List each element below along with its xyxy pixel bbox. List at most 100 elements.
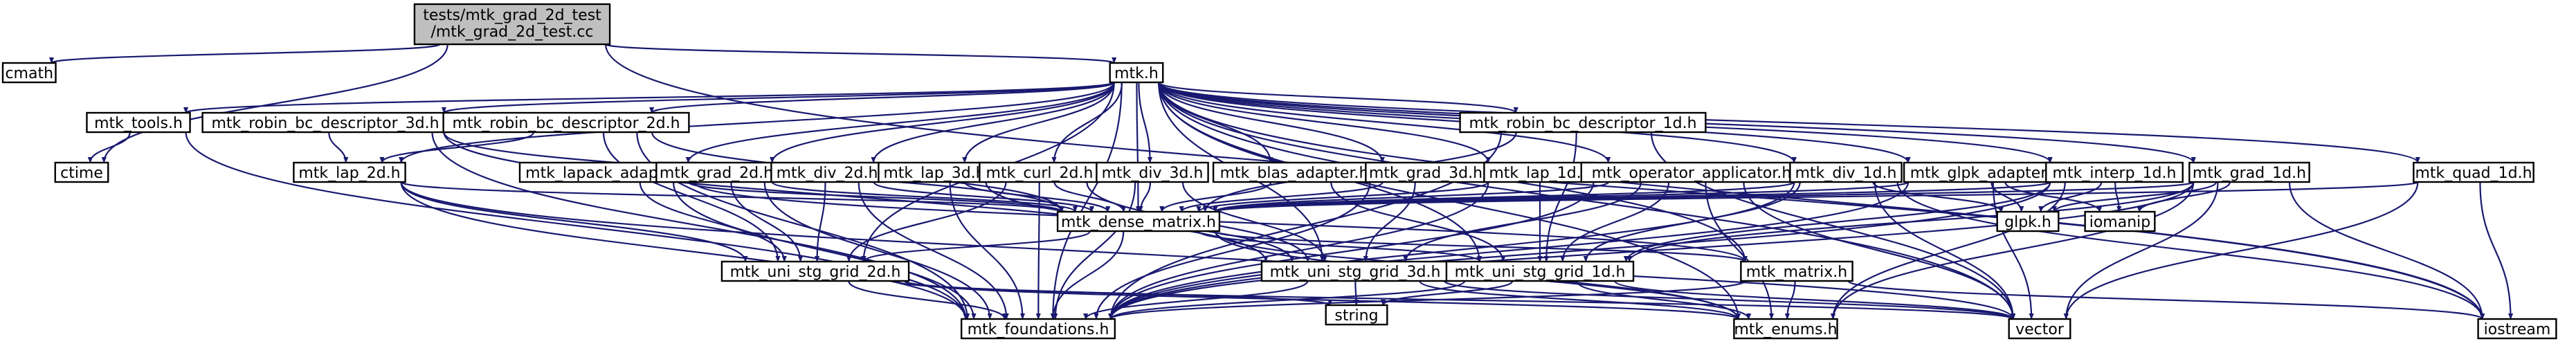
edge-lap3d-to-found (949, 181, 1026, 320)
edge-blas-to-ug1d (1330, 181, 1506, 262)
node-mtk-glpk-adapter-h[interactable]: mtk_glpk_adapter.h (1903, 161, 2067, 183)
node-iostream[interactable]: iostream (2477, 318, 2557, 340)
node-tests-mtk-grad-2d-test-mtk-grad-2d-test-cc[interactable]: tests/mtk_grad_2d_test/mtk_grad_2d_test.… (413, 3, 611, 46)
node-label: ctime (60, 165, 103, 182)
edge-ug2d-to-vector (903, 280, 2015, 320)
node-box (979, 161, 1100, 183)
node-ctime[interactable]: ctime (54, 161, 109, 183)
node-mtk-dense-matrix-h[interactable]: mtk_dense_matrix.h (1056, 210, 1221, 233)
node-mtk-uni-stg-grid-2d-h[interactable]: mtk_uni_stg_grid_2d.h (720, 260, 910, 282)
node-mtk-tools-h[interactable]: mtk_tools.h (86, 111, 191, 134)
node-box (960, 318, 1116, 340)
node-mtk-robin-bc-descriptor-3d-h[interactable]: mtk_robin_bc_descriptor_3d.h (201, 111, 449, 134)
edge-ug2d-to-found (848, 280, 1008, 320)
edge-glpkad-to-found (1108, 181, 1910, 320)
edge-blas-to-dense (1159, 181, 1272, 212)
node-iomanip[interactable]: iomanip (2084, 210, 2156, 233)
edge-interp1d-to-ug1d (1623, 181, 2051, 262)
edge-robin2d-to-ug2d (602, 131, 781, 262)
edge-curl2d-to-found (1035, 181, 1041, 320)
edge-mtk_h-to-curl2d (1051, 82, 1123, 163)
node-mtk-blas-adapter-h[interactable]: mtk_blas_adapter.h (1212, 161, 1377, 183)
node-box (1109, 62, 1164, 84)
node-label: mtk_div_2d.h (777, 165, 878, 182)
node-label: mtk_lap_3d.h (883, 165, 985, 182)
node-mtk-enums-h[interactable]: mtk_enums.h (1733, 318, 1838, 340)
node-label: /mtk_grad_2d_test.cc (430, 24, 593, 41)
edge-interp1d-to-glpk (2038, 181, 2103, 212)
node-box (1580, 161, 1803, 183)
edge-robin3d-to-ug3d (443, 131, 1269, 262)
node-mtk-robin-bc-descriptor-2d-h[interactable]: mtk_robin_bc_descriptor_2d.h (442, 111, 690, 134)
node-mtk-div-3d-h[interactable]: mtk_div_3d.h (1096, 161, 1209, 183)
node-box (54, 161, 109, 183)
node-label: mtk_robin_bc_descriptor_1d.h (1469, 115, 1696, 132)
node-layer: tests/mtk_grad_2d_test/mtk_grad_2d_test.… (1, 3, 2557, 340)
node-box (2477, 318, 2557, 340)
edge-div2d-to-dense (873, 181, 1094, 213)
edge-ug3d-to-enums (1419, 280, 1741, 320)
node-mtk-lap-1d-h[interactable]: mtk_lap_1d.h (1483, 161, 1597, 183)
edge-div3d-to-found (1053, 181, 1136, 320)
node-mtk-grad-2d-h[interactable]: mtk_grad_2d.h (655, 161, 777, 183)
node-label: cmath (5, 65, 53, 82)
edge-ug1d-to-enums (1576, 280, 1752, 320)
node-mtk-matrix-h[interactable]: mtk_matrix.h (1740, 260, 1853, 282)
edge-grad1d-to-vector (2063, 181, 2219, 320)
edge-layer (49, 43, 2514, 320)
edge-lap2d-to-enums (400, 181, 1741, 320)
node-mtk-lap-3d-h[interactable]: mtk_lap_3d.h (878, 161, 991, 183)
edge-mtk_h-to-found (1050, 82, 1123, 320)
node-box (442, 111, 690, 134)
node-mtk-robin-bc-descriptor-1d-h[interactable]: mtk_robin_bc_descriptor_1d.h (1459, 111, 1707, 134)
edge-grad1d-to-enums (1830, 181, 2195, 320)
edge-mtk_h-to-grad2d (770, 82, 1115, 163)
edge-mtk_tools_h-to-found (185, 131, 968, 320)
node-mtk-quad-1d-h[interactable]: mtk_quad_1d.h (2413, 161, 2534, 183)
node-mtk-grad-1d-h[interactable]: mtk_grad_1d.h (2188, 161, 2310, 183)
edge-interp1d-to-iomanip (2114, 181, 2122, 212)
node-box (1325, 304, 1388, 326)
edge-mtk_h-to-robin3d (442, 81, 1115, 114)
node-mtk-div-1d-h[interactable]: mtk_div_1d.h (1789, 161, 1903, 183)
node-mtk-interp-1d-h[interactable]: mtk_interp_1d.h (2045, 161, 2184, 183)
node-vector[interactable]: vector (2008, 318, 2071, 340)
node-label: iomanip (2089, 214, 2151, 231)
node-mtk-h[interactable]: mtk.h (1109, 62, 1164, 84)
edge-mtk_h-to-div2d (871, 82, 1115, 163)
node-glpk-h[interactable]: glpk.h (1996, 210, 2060, 233)
edge-div2d-to-found (858, 181, 1009, 320)
node-mtk-foundations-h[interactable]: mtk_foundations.h (960, 318, 1116, 340)
edge-dense-to-matrix (1214, 230, 1748, 263)
node-label: mtk_glpk_adapter.h (1910, 165, 2060, 182)
node-string[interactable]: string (1325, 304, 1388, 326)
edge-root-to-ctime (101, 44, 448, 163)
edge-curl2d-to-dense (1053, 181, 1127, 212)
edge-ug2d-to-enums (903, 280, 1741, 320)
node-box (1733, 318, 1838, 340)
node-label: mtk_uni_stg_grid_3d.h (1270, 264, 1441, 281)
node-box (2045, 161, 2184, 183)
edge-grad2d-to-ug2d (730, 181, 804, 262)
node-box (2413, 161, 2534, 183)
node-mtk-curl-2d-h[interactable]: mtk_curl_2d.h (979, 161, 1100, 183)
edge-lap2d-to-dense (400, 181, 1064, 213)
node-box (1740, 260, 1853, 282)
node-mtk-uni-stg-grid-3d-h[interactable]: mtk_uni_stg_grid_3d.h (1260, 260, 1450, 282)
node-mtk-lap-2d-h[interactable]: mtk_lap_2d.h (293, 161, 406, 183)
node-box (1459, 111, 1707, 134)
edge-div3d-to-ug3d (1181, 181, 1327, 262)
node-cmath[interactable]: cmath (1, 62, 57, 84)
edge-glpkad-to-glpk (1990, 181, 2024, 212)
node-mtk-div-2d-h[interactable]: mtk_div_2d.h (770, 161, 884, 183)
edge-root-to-cmath (49, 43, 441, 64)
edge-lapack-to-found (672, 181, 977, 320)
edge-dense-to-ug1d (1197, 230, 1482, 263)
edge-matrix-to-iostream (1847, 280, 2485, 320)
node-mtk-uni-stg-grid-1d-h[interactable]: mtk_uni_stg_grid_1d.h (1445, 260, 1635, 282)
edge-matrix-to-enums (1784, 280, 1796, 320)
node-mtk-grad-3d-h[interactable]: mtk_grad_3d.h (1365, 161, 1487, 183)
node-mtk-operator-applicator-h[interactable]: mtk_operator_applicator.h (1580, 161, 1803, 183)
node-label: vector (2015, 321, 2065, 338)
